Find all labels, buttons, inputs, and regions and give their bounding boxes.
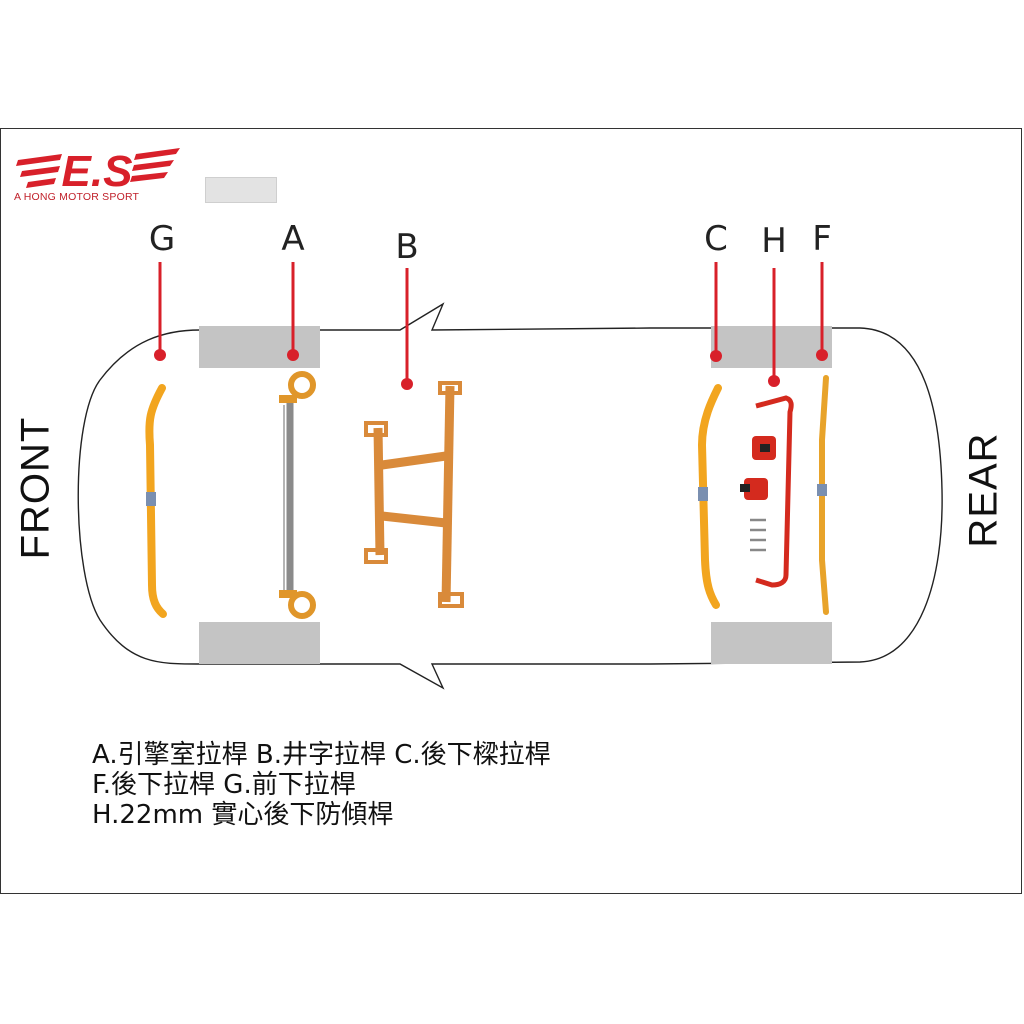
wheels (199, 326, 832, 664)
marker-label-c: C (704, 219, 728, 259)
marker-label-a: A (281, 219, 304, 259)
wheel-front-left (199, 326, 320, 368)
bolts (750, 518, 766, 552)
marker-dot-c (710, 350, 722, 362)
brand-tagline: A HONG MOTOR SPORT (14, 191, 140, 203)
marker-dot-a (287, 349, 299, 361)
marker-label-f: F (812, 219, 832, 259)
model-placeholder (205, 177, 277, 203)
part-h-rear-sway-bar (740, 395, 794, 588)
bushing-lower (744, 478, 768, 500)
legend-line: A.引擎室拉桿 B.井字拉桿 C.後下樑拉桿 (92, 740, 551, 770)
marker-dot-f (816, 349, 828, 361)
logo-text: E.S (62, 147, 133, 196)
marker-label-h: H (761, 221, 787, 261)
marker-lines (158, 262, 824, 383)
part-c-rear-beam-bar (697, 384, 722, 609)
legend-line: H.22mm 實心後下防傾桿 (92, 800, 394, 830)
part-f-rear-lower-bar (817, 375, 829, 615)
part-b-h-brace (364, 381, 464, 608)
diagram-frame (0, 128, 1022, 894)
parts-legend: A.引擎室拉桿 B.井字拉桿 C.後下樑拉桿 F.後下拉桿 G.前下拉桿 H.2… (92, 740, 551, 830)
marker-dot-g (154, 349, 166, 361)
legend-line: F.後下拉桿 G.前下拉桿 (92, 770, 356, 800)
marker-label-b: B (395, 227, 418, 267)
part-g-front-lower-bar (145, 384, 167, 618)
marker-dot-h (768, 375, 780, 387)
marker-dots (154, 349, 828, 390)
front-label: FRONT (13, 416, 58, 560)
wheel-rear-left (711, 326, 832, 368)
rear-label: REAR (961, 432, 1006, 548)
marker-letters: G A B C H F (149, 219, 832, 267)
wheel-rear-right (711, 622, 832, 664)
marker-dot-b (401, 378, 413, 390)
wheel-front-right (199, 622, 320, 664)
brand-logo: E.S (16, 147, 180, 196)
part-a-engine-strut-bar (279, 371, 316, 619)
marker-label-g: G (149, 219, 175, 259)
